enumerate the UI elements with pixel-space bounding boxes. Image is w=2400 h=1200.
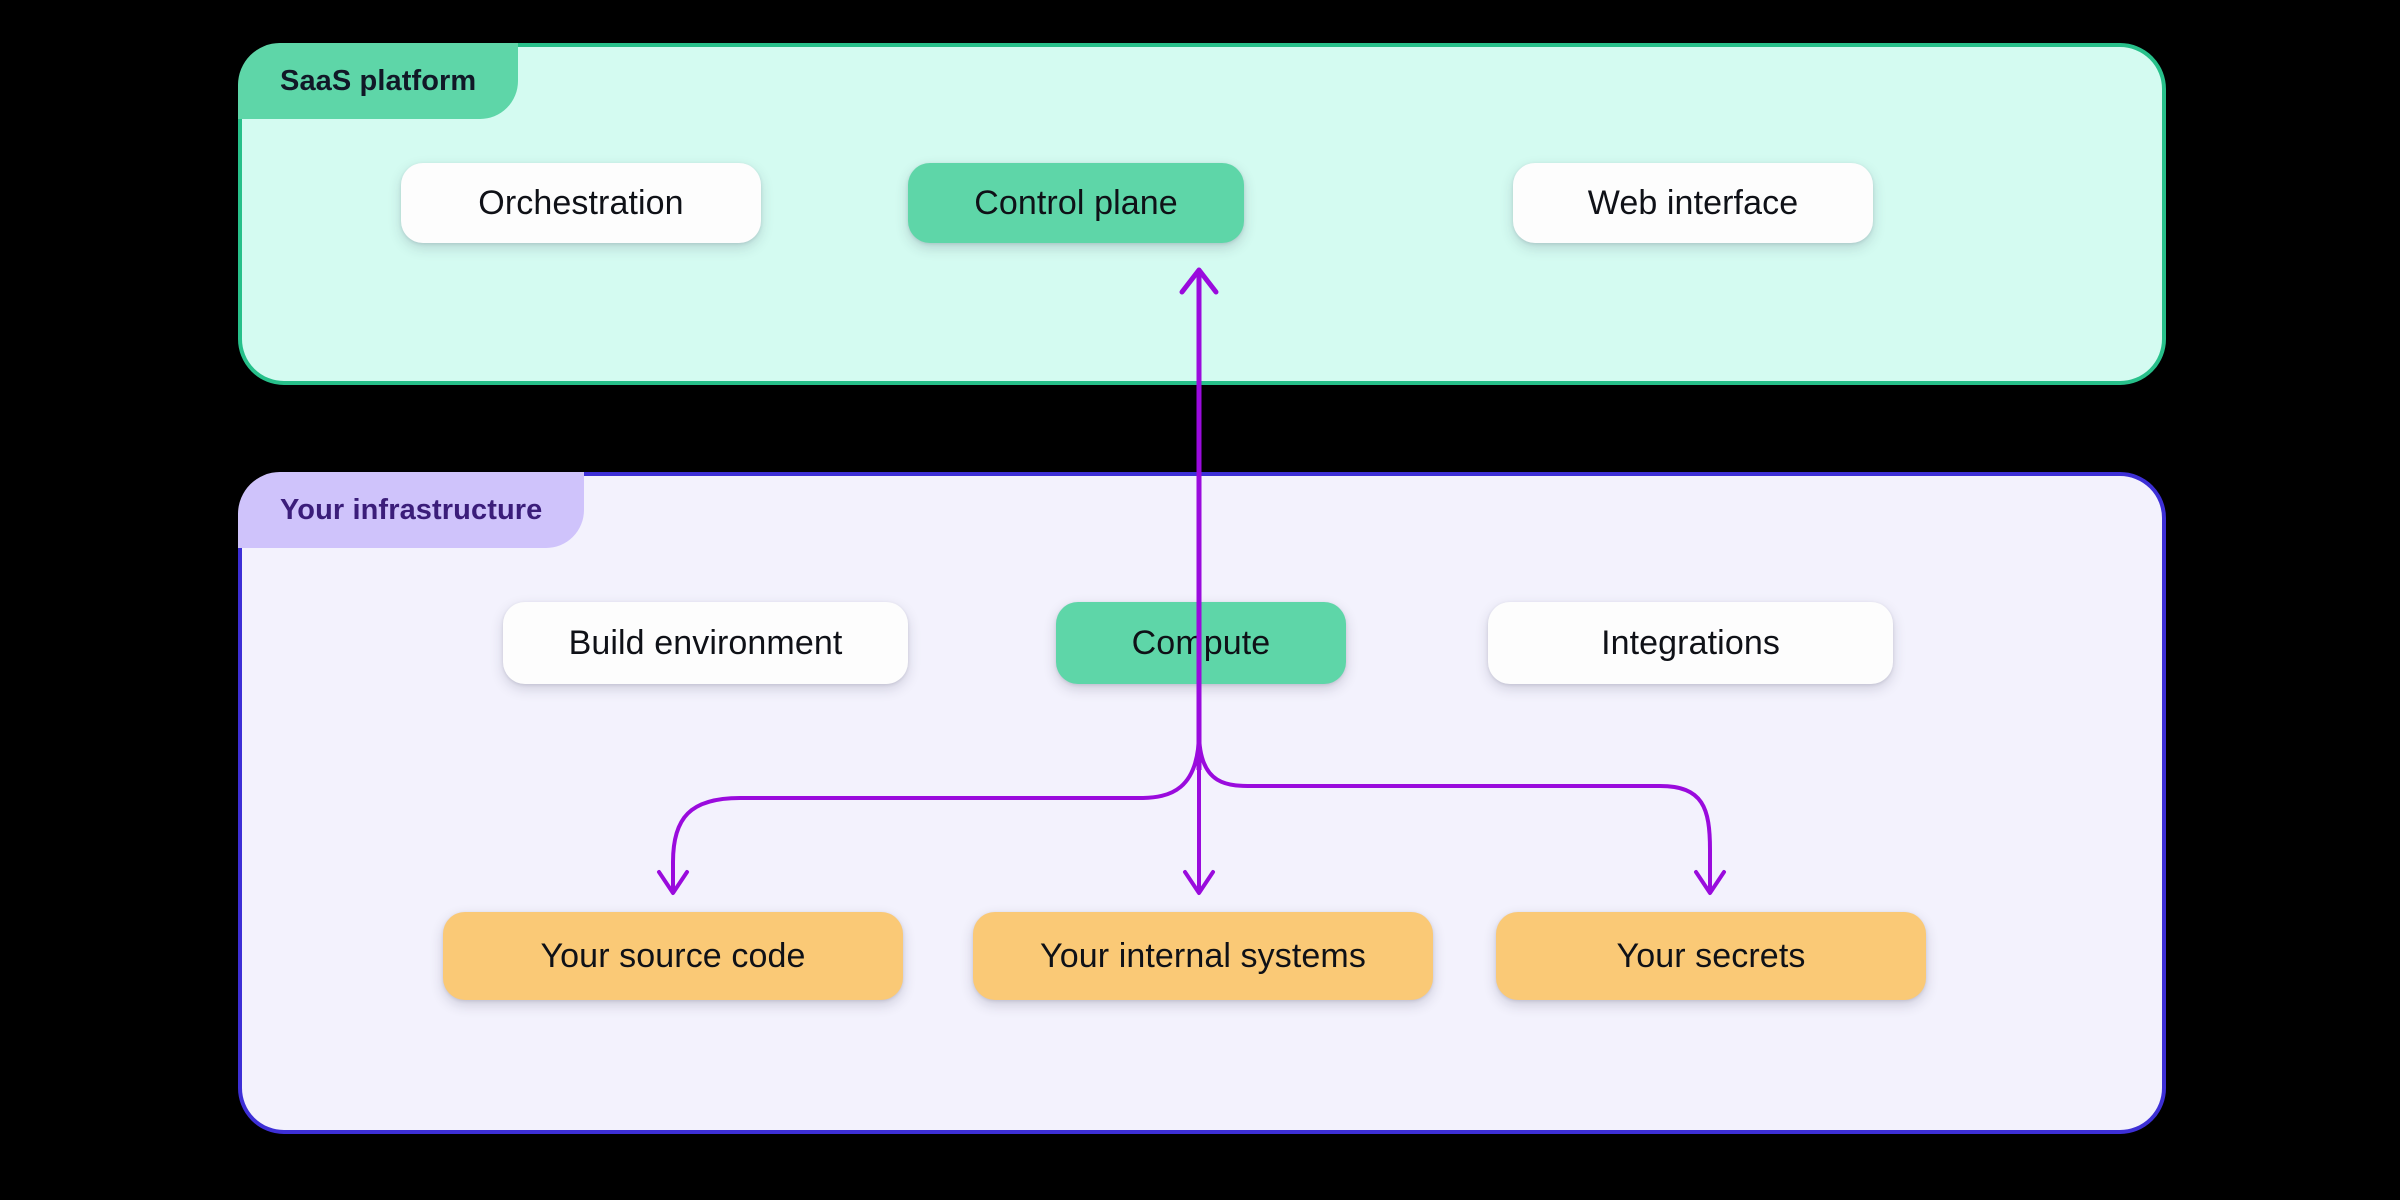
node-compute[interactable]: Compute [1056,602,1346,684]
asset-your-internal-systems[interactable]: Your internal systems [973,912,1433,1000]
panel-saas-platform: SaaS platform Orchestration Control plan… [216,27,2188,419]
panel-body [238,472,2166,1134]
panel-title-your-infrastructure: Your infrastructure [238,472,585,548]
node-control-plane[interactable]: Control plane [908,163,1244,243]
panel-your-infrastructure: Your infrastructure Build environment Co… [216,456,2188,1168]
node-build-environment[interactable]: Build environment [503,602,908,684]
node-integrations[interactable]: Integrations [1488,602,1893,684]
panel-title-saas-platform: SaaS platform [238,43,519,119]
node-orchestration[interactable]: Orchestration [401,163,761,243]
asset-your-secrets[interactable]: Your secrets [1496,912,1926,1000]
asset-your-source-code[interactable]: Your source code [443,912,903,1000]
node-web-interface[interactable]: Web interface [1513,163,1873,243]
